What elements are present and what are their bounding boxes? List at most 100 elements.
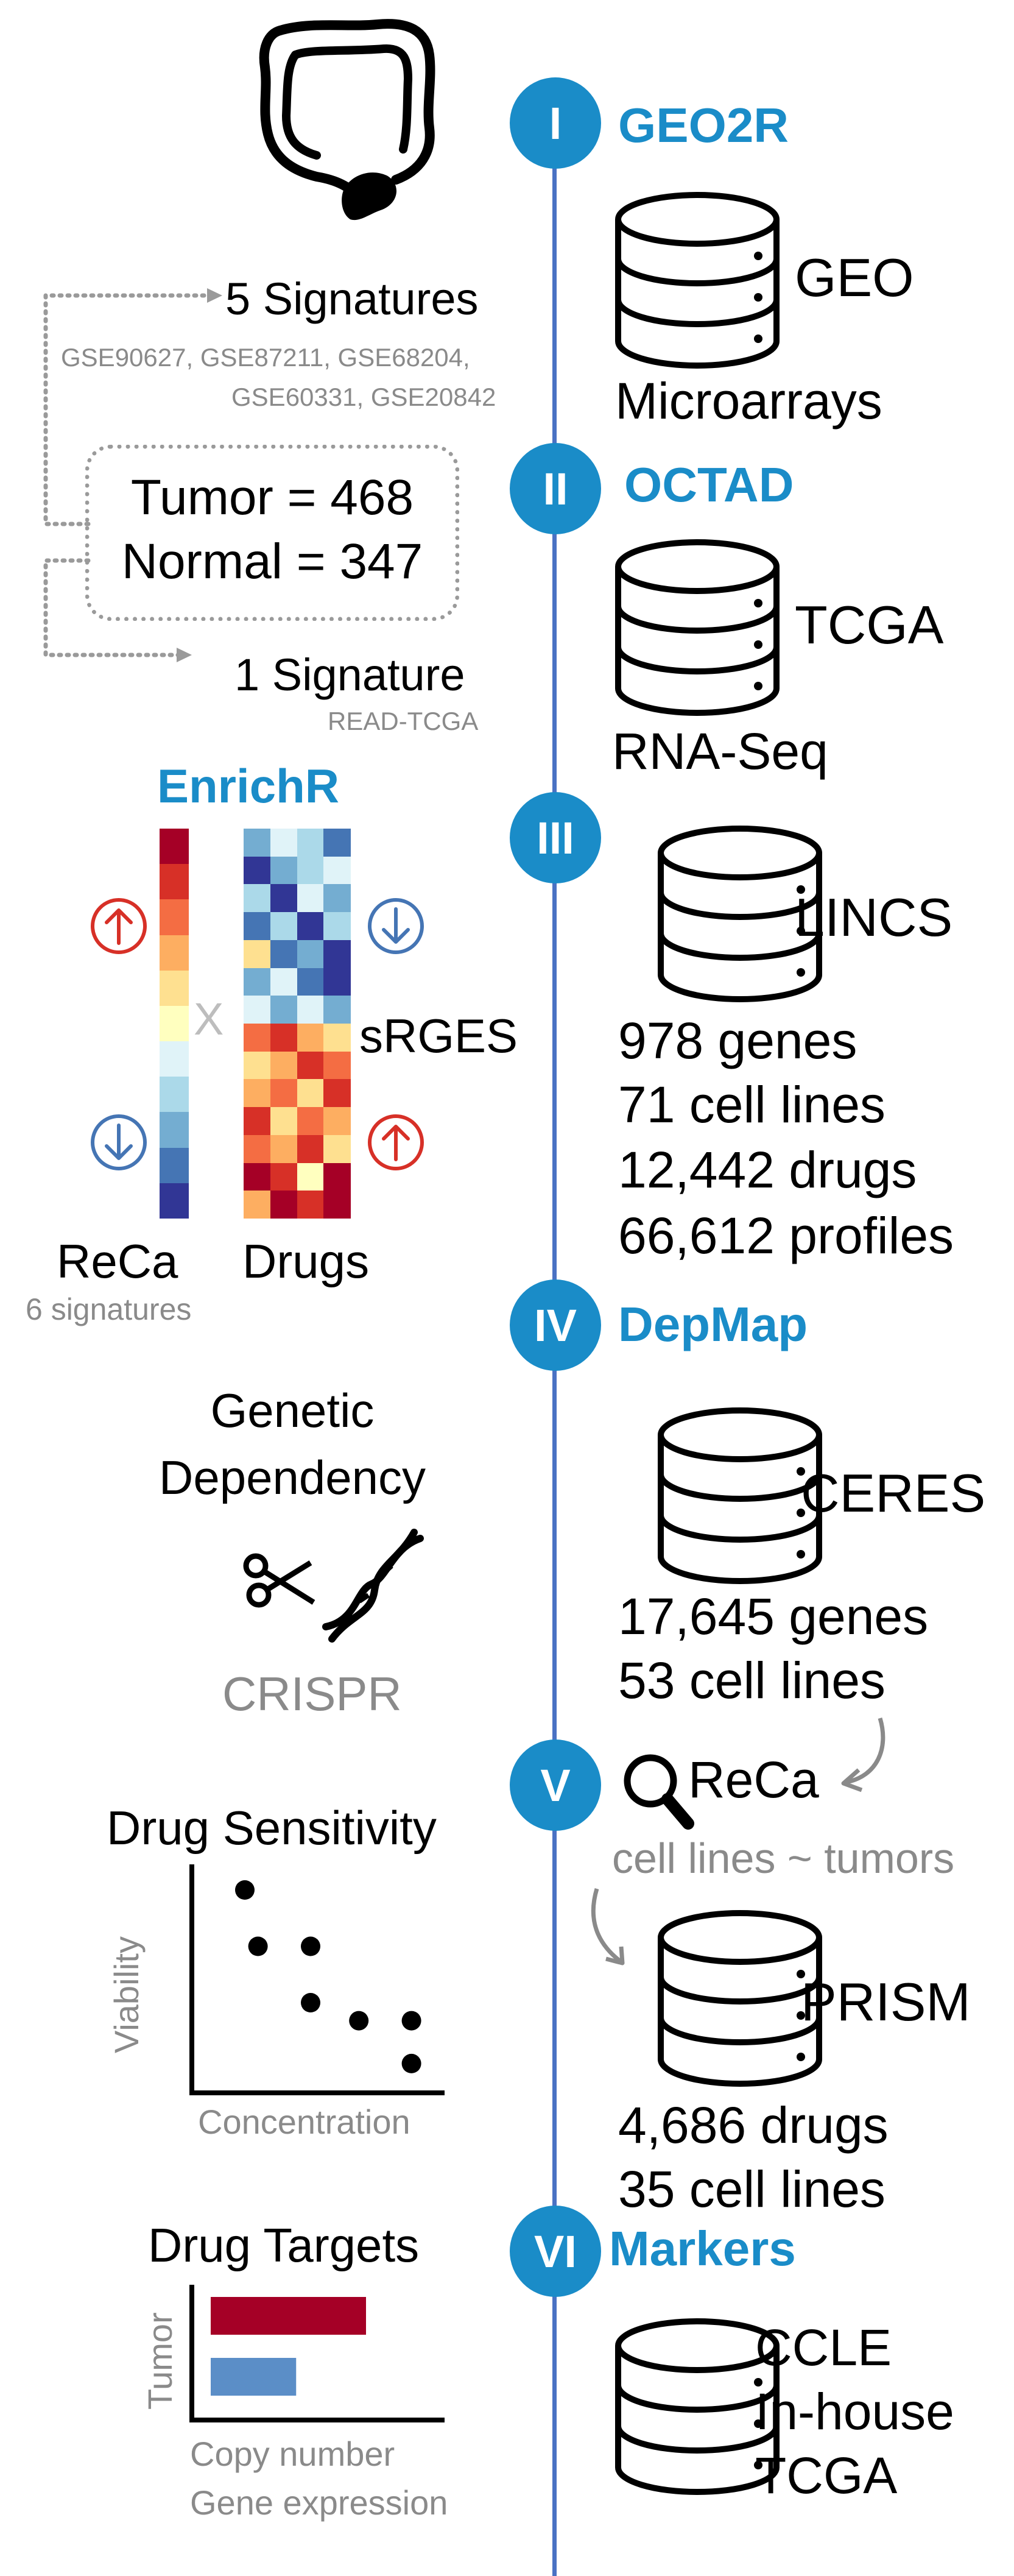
drug-heatmap-cell (323, 829, 351, 857)
drug-heatmap-cell (244, 968, 271, 996)
ceres-stat-genes: 17,645 genes (618, 1588, 929, 1645)
reca-heatmap-cell (160, 1005, 189, 1042)
drugs-heatmap-label: Drugs (242, 1234, 370, 1288)
drug-heatmap-cell (270, 884, 297, 913)
sensitivity-point (401, 2011, 421, 2031)
drug-heatmap-cell (270, 968, 297, 996)
stage-6-badge: VI (510, 2206, 601, 2297)
drug-heatmap-cell (297, 829, 324, 857)
drug-heatmap-cell (244, 1162, 271, 1191)
stage-3-badge: III (510, 792, 601, 883)
stage-6-title: Markers (609, 2221, 796, 2276)
drug-heatmap-cell (297, 968, 324, 996)
targets-title: Drug Targets (148, 2218, 420, 2272)
drug-heatmap-cell (244, 996, 271, 1024)
five-signatures-ids-1: GSE90627, GSE87211, GSE68204, (61, 343, 470, 372)
down-arrow-icon (368, 898, 424, 954)
times-symbol: X (194, 994, 224, 1044)
drug-heatmap-cell (297, 996, 324, 1024)
drug-heatmap-cell (270, 1134, 297, 1164)
genetic-line-1: Genetic (210, 1384, 375, 1437)
dna-icon (322, 1529, 424, 1643)
prism-stat-cell-lines: 35 cell lines (618, 2160, 885, 2218)
stage-4-title: DepMap (618, 1297, 808, 1351)
sensitivity-point (301, 1936, 320, 1956)
targets-ylabel: Tumor (141, 2312, 179, 2410)
targets-xlabel-2: Gene expression (190, 2483, 448, 2522)
drug-heatmap-cell (270, 1051, 297, 1080)
dotted-connector (43, 288, 222, 662)
drug-heatmap-cell (244, 856, 271, 885)
drug-heatmap-cell (270, 1079, 297, 1108)
one-signature-label: 1 Signature (234, 649, 465, 700)
reca-caption: cell lines ~ tumors (612, 1835, 955, 1882)
reca-heatmap-cell (160, 1041, 189, 1077)
drug-heatmap-cell (270, 912, 297, 941)
database-icon-ceres (658, 1407, 822, 1584)
lincs-stat-cell-lines: 71 cell lines (618, 1076, 885, 1133)
drug-heatmap-cell (244, 1051, 271, 1080)
drug-heatmap-cell (323, 1162, 351, 1191)
drug-heatmap-cell (244, 1024, 271, 1052)
db-label-tcga: TCGA (795, 595, 944, 655)
srges-label: sRGES (359, 1009, 518, 1063)
drug-heatmap-cell (270, 996, 297, 1024)
database-icon-tcga (615, 539, 780, 716)
five-signatures-label: 5 Signatures (225, 274, 479, 324)
drug-heatmap-cell (297, 1024, 324, 1052)
drug-heatmap-cell (297, 939, 324, 969)
drug-heatmap-cell (297, 912, 324, 941)
sensitivity-title: Drug Sensitivity (107, 1801, 437, 1855)
reca-heatmap-cell (160, 1147, 189, 1184)
target-bar (211, 2358, 297, 2396)
drug-heatmap-cell (244, 912, 271, 941)
drug-heatmap-cell (323, 1191, 351, 1219)
db-label-ccle: CCLE (755, 2319, 892, 2376)
drug-heatmap-cell (244, 1191, 271, 1219)
reca-heatmap-cell (160, 935, 189, 971)
drug-heatmap-cell (297, 884, 324, 913)
sensitivity-point (248, 1936, 268, 1956)
reca-label: ReCa (688, 1751, 819, 1808)
drug-heatmap-cell (297, 1079, 324, 1108)
sensitivity-ylabel: Viability (107, 1936, 146, 2053)
lincs-stat-drugs: 12,442 drugs (618, 1141, 917, 1198)
db-caption-microarrays: Microarrays (615, 372, 882, 430)
db-label-ceres: CERES (801, 1463, 986, 1523)
drug-heatmap-cell (323, 1134, 351, 1164)
drug-heatmap-cell (297, 1191, 324, 1219)
lincs-stat-profiles: 66,612 profiles (618, 1207, 954, 1264)
database-icon-lincs (658, 826, 822, 1002)
reca-heatmap (160, 829, 189, 1219)
normal-count: Normal = 347 (121, 534, 423, 589)
stage-2-badge: II (510, 443, 601, 534)
stage-1-badge: I (510, 77, 601, 169)
drug-heatmap-cell (270, 1107, 297, 1136)
drug-heatmap-cell (270, 939, 297, 969)
genetic-line-2: Dependency (159, 1451, 426, 1504)
colon-icon (259, 19, 435, 221)
drug-heatmap-cell (323, 968, 351, 996)
scissors-icon (243, 1553, 315, 1608)
drug-heatmap-cell (323, 912, 351, 941)
reca-heatmap-label: ReCa (57, 1234, 178, 1288)
db-label-tcga-markers: TCGA (755, 2447, 898, 2504)
sensitivity-point (235, 1880, 255, 1900)
stage-1-title: GEO2R (618, 98, 789, 152)
sensitivity-xlabel: Concentration (198, 2103, 410, 2141)
drug-heatmap-cell (297, 1134, 324, 1164)
drug-heatmap-cell (244, 1107, 271, 1136)
five-signatures-ids-2: GSE60331, GSE20842 (231, 383, 496, 411)
drug-heatmap-cell (323, 884, 351, 913)
drug-heatmap-cell (270, 1191, 297, 1219)
sensitivity-point (301, 1993, 320, 2012)
drug-heatmap-cell (244, 939, 271, 969)
reca-heatmap-cell (160, 829, 189, 865)
curved-arrow-icon (841, 1717, 885, 1792)
stage-4-badge: IV (510, 1279, 601, 1371)
db-label-geo: GEO (795, 247, 914, 308)
db-label-lincs: LINCS (795, 887, 953, 947)
reca-heatmap-cell (160, 1077, 189, 1113)
database-icon-prism (658, 1910, 822, 2087)
ceres-stat-cell-lines: 53 cell lines (618, 1652, 885, 1709)
